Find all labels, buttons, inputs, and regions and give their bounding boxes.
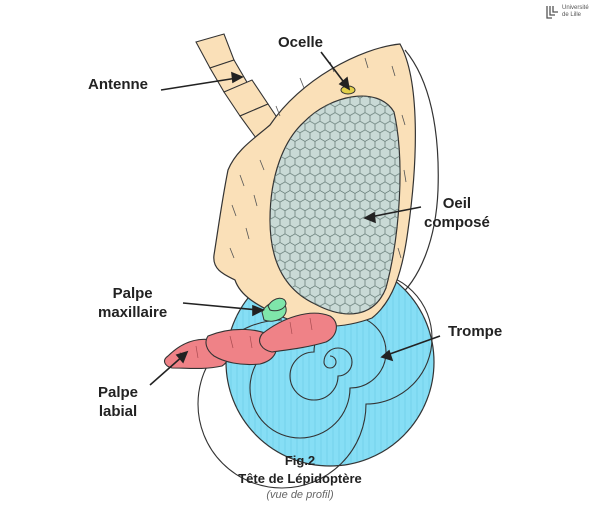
arrow-ocelle [320, 51, 347, 86]
logo-text: Université de Lille [562, 5, 589, 18]
arrow-trompe [386, 335, 441, 356]
proboscis-spiral [197, 271, 433, 489]
label-oeil-compose: Oeil composé [424, 195, 490, 231]
label-trompe: Trompe [448, 323, 503, 340]
arrow-antenne [160, 77, 238, 91]
figure-subtitle: (vue de profil) [266, 489, 334, 501]
figure-number: Fig.2 [284, 453, 316, 468]
thorax-outline [394, 49, 439, 301]
leader-lines [149, 51, 441, 386]
logo-mark-icon [546, 6, 558, 19]
arrow-palpe-maxillaire [182, 302, 259, 311]
label-palpe-maxillaire: Palpe maxillaire [98, 285, 168, 321]
university-logo: Université de Lille [546, 5, 589, 19]
figure-title: Tête de Lépidoptère [238, 471, 362, 486]
maxillary-palp [261, 297, 287, 322]
arrow-palpe-labial [149, 354, 185, 386]
label-palpe-labial: Palpe labial [98, 384, 139, 420]
label-antenne: Antenne [88, 76, 148, 93]
labial-palp [163, 312, 337, 370]
arrow-oeil [369, 206, 422, 218]
label-ocelle: Ocelle [278, 34, 324, 51]
